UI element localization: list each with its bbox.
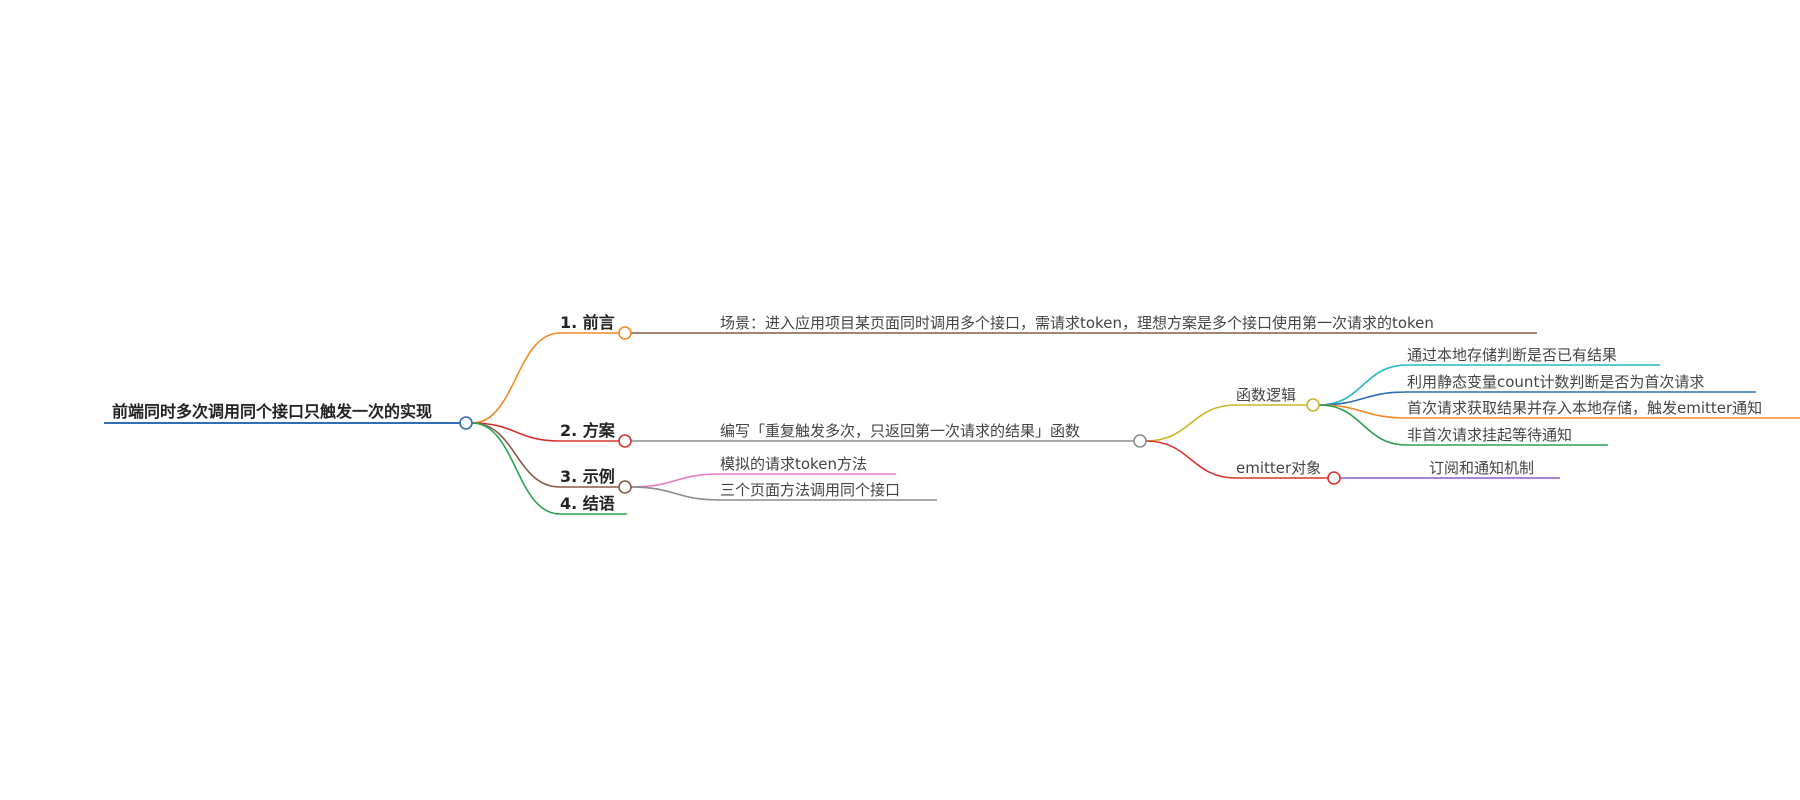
logic-pending-label[interactable]: 非首次请求挂起等待通知 (1407, 426, 1573, 444)
root-collapse-circle[interactable] (459, 416, 473, 430)
function-logic-collapse-circle[interactable] (1306, 398, 1320, 412)
connector-root-preface (471, 332, 561, 424)
root-topic-label[interactable]: 前端同时多次调用同个接口只触发一次的实现 (112, 402, 433, 421)
connector-function-logic (1145, 404, 1237, 442)
connector-logic-count (1318, 391, 1408, 406)
connector-function-emitter (1145, 440, 1237, 479)
branch-preface-label[interactable]: 1. 前言 (560, 313, 615, 332)
branch-example-label[interactable]: 3. 示例 (560, 467, 615, 486)
connector-example-mock (630, 473, 721, 488)
mind-map-node-circles (459, 326, 1341, 494)
connector-logic-storage (1318, 364, 1408, 406)
branch-conclusion-label[interactable]: 4. 结语 (560, 494, 615, 513)
logic-first-request-label[interactable]: 首次请求获取结果并存入本地存储，触发emitter通知 (1407, 399, 1763, 417)
solution-function-label[interactable]: 编写「重复触发多次，只返回第一次请求的结果」函数 (720, 422, 1081, 440)
emitter-subscribe-notify-label[interactable]: 订阅和通知机制 (1429, 459, 1535, 477)
connector-root-conclusion (471, 422, 561, 515)
mind-map-connectors (471, 332, 1408, 515)
solution-collapse-circle[interactable] (618, 434, 632, 448)
solution-function-collapse-circle[interactable] (1133, 434, 1147, 448)
connector-root-solution (471, 422, 561, 442)
connector-logic-pending (1318, 404, 1408, 446)
logic-local-storage-label[interactable]: 通过本地存储判断是否已有结果 (1407, 346, 1618, 364)
mind-map-underlines (104, 332, 1800, 515)
connector-example-pages (630, 486, 721, 501)
function-logic-label[interactable]: 函数逻辑 (1236, 386, 1297, 404)
example-mock-token-label[interactable]: 模拟的请求token方法 (720, 455, 867, 473)
preface-scenario-label[interactable]: 场景：进入应用项目某页面同时调用多个接口，需请求token，理想方案是多个接口使… (720, 314, 1434, 332)
example-collapse-circle[interactable] (618, 480, 632, 494)
emitter-object-label[interactable]: emitter对象 (1236, 459, 1322, 477)
preface-collapse-circle[interactable] (618, 326, 632, 340)
example-three-pages-label[interactable]: 三个页面方法调用同个接口 (720, 481, 901, 499)
logic-static-count-label[interactable]: 利用静态变量count计数判断是否为首次请求 (1407, 373, 1705, 391)
emitter-object-collapse-circle[interactable] (1327, 471, 1341, 485)
branch-solution-label[interactable]: 2. 方案 (560, 421, 615, 440)
